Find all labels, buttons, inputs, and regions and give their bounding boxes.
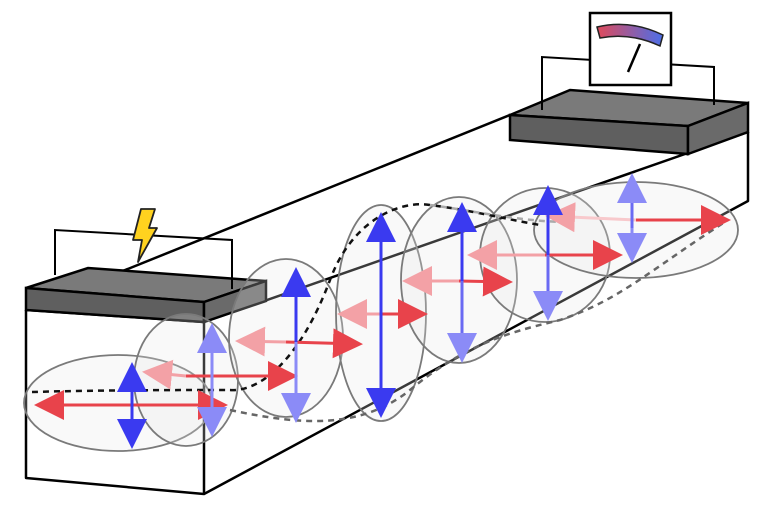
lightning-bolt-icon [133,209,157,262]
analog-meter-icon [590,13,671,85]
